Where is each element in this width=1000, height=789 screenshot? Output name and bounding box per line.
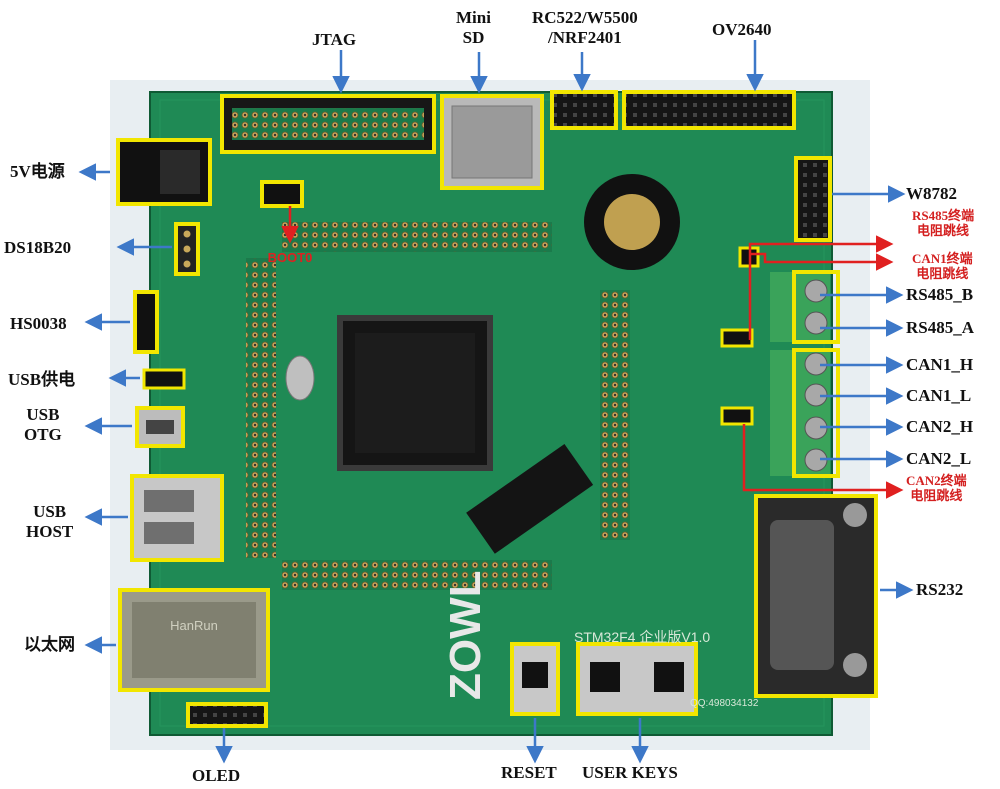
label-can2-l: CAN2_L (906, 449, 972, 468)
label-ov2640: OV2640 (712, 20, 772, 39)
label-5v-power: 5V电源 (10, 162, 65, 181)
w8782-header (794, 156, 832, 242)
ov2640-header (622, 90, 796, 130)
sram-chip (466, 443, 594, 554)
boot-label: BOOT0 (268, 250, 313, 265)
label-usb-otg: USB OTG (24, 405, 62, 444)
board-model: STM32F4 企业版V1.0 (574, 629, 710, 645)
label-can1-h: CAN1_H (906, 355, 974, 374)
label-can1-term: CAN1终端 电阻跳线 (912, 251, 973, 281)
usb-host-port (130, 474, 224, 562)
label-rc522: RC522/W5500 /NRF2401 (532, 8, 638, 47)
label-reset: RESET (501, 763, 557, 782)
can2-term-jumper (720, 406, 754, 426)
label-can2-term: CAN2终端 电阻跳线 (906, 473, 967, 503)
boot-jumper (260, 180, 304, 208)
callout-arrows (78, 40, 914, 764)
top-pin-header (282, 222, 552, 252)
crystal (285, 355, 315, 401)
label-rs485-b: RS485_B (906, 285, 974, 304)
jumper-arrows (281, 206, 904, 499)
hs0038-socket (133, 290, 159, 354)
oled-header (186, 702, 268, 728)
label-rs485-a: RS485_A (906, 318, 975, 337)
right-pin-header (600, 290, 630, 540)
label-rs485-term: RS485终端 电阻跳线 (912, 208, 975, 238)
label-oled: OLED (192, 766, 241, 785)
label-user-keys: USER KEYS (582, 763, 678, 782)
label-usb-host: USB HOST (26, 502, 74, 541)
left-pin-header (246, 258, 276, 558)
usb-power-jumper (142, 368, 186, 390)
label-can2-h: CAN2_H (906, 417, 974, 436)
board-qq: QQ:498034132 (690, 698, 759, 709)
rs485-term-jumper (720, 328, 754, 348)
label-usb-power: USB供电 (8, 370, 76, 389)
brand-logo: ZOWL (441, 570, 490, 700)
label-ds18b20: DS18B20 (4, 238, 72, 257)
label-hs0038: HS0038 (10, 314, 67, 333)
label-jtag: JTAG (312, 30, 357, 49)
label-mini-sd: Mini SD (456, 8, 491, 47)
bottom-pin-header (282, 560, 552, 590)
label-can1-l: CAN1_L (906, 386, 972, 405)
label-w8782: W8782 (906, 184, 957, 203)
label-ethernet: 以太网 (24, 635, 75, 654)
rc522-header (550, 90, 618, 130)
label-rs232: RS232 (916, 580, 964, 599)
eth-brand: HanRun (170, 618, 218, 633)
